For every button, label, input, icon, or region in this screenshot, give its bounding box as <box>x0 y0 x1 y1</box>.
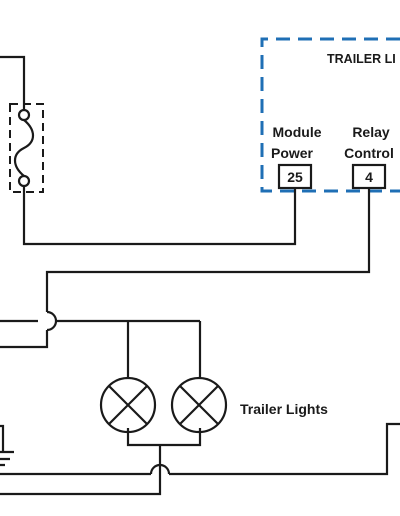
ground-symbol <box>0 424 14 467</box>
fuse-top-wire <box>0 55 26 110</box>
lamp-1 <box>99 376 157 434</box>
pin-4-label: 4 <box>365 169 373 185</box>
pin-25-label: 25 <box>287 169 303 185</box>
fuse-element <box>13 119 35 177</box>
module-title: TRAILER LI <box>327 52 396 66</box>
fuse-terminal-bottom <box>17 174 31 188</box>
wire-fuse-to-module-power <box>22 186 297 246</box>
wire-lamp-return-drop <box>0 445 162 496</box>
fuse-terminal-top <box>17 108 31 122</box>
wire-relay-control-crossover <box>46 310 58 332</box>
relay-control-label-line2: Control <box>344 145 394 161</box>
trailer-lights-label: Trailer Lights <box>240 401 328 417</box>
wire-chassis-right <box>169 422 400 476</box>
trailer-module-outline <box>260 37 400 193</box>
lamp-2 <box>170 376 228 434</box>
wire-lamp-return <box>126 428 202 447</box>
wire-relay-control-return <box>0 330 49 349</box>
fuse-dashed-box <box>9 103 44 193</box>
relay-control-label-line1: Relay <box>352 124 390 140</box>
wire-chassis-crossover <box>149 463 171 475</box>
module-power-label-line2: Power <box>271 145 314 161</box>
module-power-label-line1: Module <box>273 124 322 140</box>
wire-relay-control <box>45 188 371 312</box>
